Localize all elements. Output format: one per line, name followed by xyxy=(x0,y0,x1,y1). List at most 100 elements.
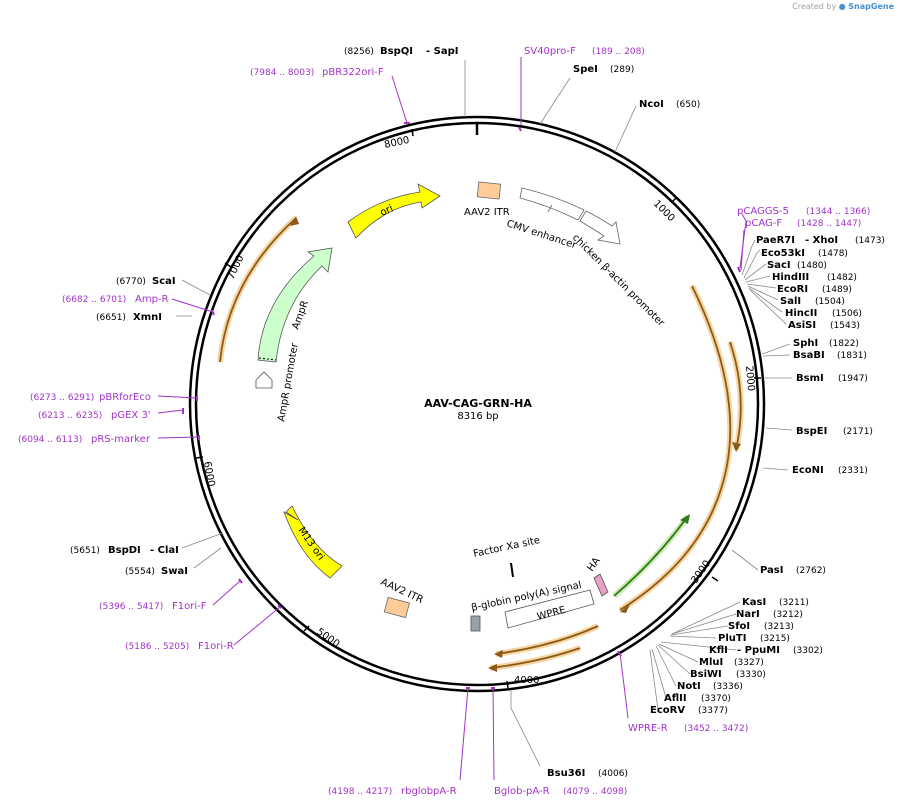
clai-name: - ClaI xyxy=(150,545,179,556)
hindiii-pos: (1482) xyxy=(827,273,857,283)
pcag-f-range: (1428 .. 1447) xyxy=(797,219,861,229)
bsiwi-name: BsiWI xyxy=(690,669,722,680)
ecori-name: EcoRI xyxy=(777,284,808,295)
pcag-f-name: pCAG-F xyxy=(745,218,782,229)
bsu36i-pos: (4006) xyxy=(598,769,628,779)
swai-pos: (5554) xyxy=(125,567,155,577)
bsabi-name: BsaBI xyxy=(793,350,825,361)
ecori-pos: (1489) xyxy=(822,285,852,295)
aav2-itr-top-box[interactable] xyxy=(476,181,502,200)
plasmid-name: AAV-CAG-GRN-HA xyxy=(424,397,532,410)
f1ori-f-name: F1ori-F xyxy=(172,601,207,612)
aflii-name: AflII xyxy=(664,693,687,704)
ori-label: ori xyxy=(379,203,395,218)
f1ori-r-name: F1ori-R xyxy=(198,641,234,652)
rbglobpa-r-name: rbglobpA-R xyxy=(401,786,457,797)
mlui-name: MluI xyxy=(699,657,723,668)
hincii-pos: (1506) xyxy=(832,309,862,319)
bspdi-name: BspDI xyxy=(108,545,141,556)
ampr-promoter-arrow[interactable] xyxy=(255,371,273,389)
bspei-name: BspEI xyxy=(796,426,827,437)
factor-xa-label: Factor Xa site xyxy=(472,535,541,560)
wpre-box[interactable] xyxy=(504,589,595,629)
prs-marker-name: pRS-marker xyxy=(91,434,151,445)
pgex3-range: (6213 .. 6235) xyxy=(38,411,102,421)
ecorv-pos: (3377) xyxy=(698,706,728,716)
bsu36i-name: Bsu36I xyxy=(547,768,585,779)
nari-pos: (3212) xyxy=(773,610,803,620)
ecorv-name: EcoRV xyxy=(650,705,685,716)
pgex3-name: pGEX 3' xyxy=(111,410,151,421)
ampr-arrow[interactable] xyxy=(257,247,333,363)
pbrforeco-name: pBRforEco xyxy=(99,392,151,403)
mlui-pos: (3327) xyxy=(734,658,764,668)
saci-name: SacI xyxy=(767,260,791,271)
xmni-name: XmnI xyxy=(133,312,162,323)
cds-arrowheads xyxy=(290,216,741,672)
bsiwi-pos: (3330) xyxy=(736,670,766,680)
m13-ori-arrow[interactable] xyxy=(283,505,343,579)
pbr322ori-f-range: (7984 .. 8003) xyxy=(250,68,314,78)
enzyme-labels: (8256) BspQI - SapI SpeI (289) NcoI (650… xyxy=(70,46,885,779)
bspqi-name: BspQI xyxy=(380,46,413,57)
kfli-name: KflI xyxy=(709,645,728,656)
noti-name: NotI xyxy=(677,681,701,692)
cmv-enhancer-label: CMV enhancer xyxy=(505,218,578,251)
paer7i-name: PaeR7I xyxy=(756,235,795,246)
bglob-pa-r-name: Bglob-pA-R xyxy=(494,786,550,797)
aav2-itr-bottom-box[interactable] xyxy=(383,596,410,619)
asisi-name: AsiSI xyxy=(788,320,816,331)
bspei-pos: (2171) xyxy=(843,427,873,437)
pbr322ori-f-name: pBR322ori-F xyxy=(322,67,384,78)
paer7i-pos: (1473) xyxy=(855,236,885,246)
aav2-itr-top-label: AAV2 ITR xyxy=(464,207,510,218)
sali-pos: (1504) xyxy=(815,297,845,307)
bsmi-pos: (1947) xyxy=(838,374,868,384)
xmni-pos: (6651) xyxy=(96,313,126,323)
asisi-pos: (1543) xyxy=(830,321,860,331)
plasmid-size: 8316 bp xyxy=(457,411,498,422)
primer-marks xyxy=(182,122,741,689)
aflii-pos: (3370) xyxy=(701,694,731,704)
spei-name: SpeI xyxy=(573,64,598,75)
eco53ki-name: Eco53kI xyxy=(761,248,805,259)
pbrforeco-range: (6273 .. 6291) xyxy=(30,393,94,403)
credit-prefix: Created by xyxy=(792,2,837,11)
econi-pos: (2331) xyxy=(838,466,868,476)
primer-leader-lines xyxy=(157,57,747,781)
bsmi-name: BsmI xyxy=(796,373,824,384)
kasi-pos: (3211) xyxy=(779,598,809,608)
pluti-name: PluTI xyxy=(718,633,746,644)
prs-marker-range: (6094 .. 6113) xyxy=(18,435,82,445)
backbone-outer xyxy=(188,115,766,693)
ha-tag[interactable] xyxy=(593,573,609,597)
rbglobpa-r-range: (4198 .. 4217) xyxy=(328,787,392,797)
pluti-pos: (3215) xyxy=(760,634,790,644)
cds-arcs[interactable] xyxy=(217,215,744,671)
f1ori-r-range: (5186 .. 5205) xyxy=(125,642,189,652)
sfoi-pos: (3213) xyxy=(764,622,794,632)
saci-pos: (1480) xyxy=(797,261,827,271)
chicken-beta-actin-arrow[interactable] xyxy=(579,210,621,245)
pcaggs5-name: pCAGGS-5 xyxy=(737,206,789,217)
chicken-beta-actin-label: chicken β-actin promoter xyxy=(570,232,667,329)
swai-name: SwaI xyxy=(161,566,188,577)
sphi-name: SphI xyxy=(793,338,818,349)
tick-marks xyxy=(195,128,761,689)
kfli-pos: (3302) xyxy=(793,646,823,656)
enzyme-leader-lines xyxy=(176,60,793,767)
cmv-enhancer-arrow[interactable] xyxy=(519,187,585,221)
sali-name: SalI xyxy=(780,296,801,307)
ampr-label: AmpR xyxy=(290,299,311,331)
amp-r-range: (6682 .. 6701) xyxy=(62,295,126,305)
bspqi-pos: (8256) xyxy=(344,47,374,57)
tick-label-6000: 6000 xyxy=(201,461,216,488)
ori-arrow[interactable] xyxy=(347,183,441,239)
bsabi-pos: (1831) xyxy=(837,351,867,361)
hincii-name: HincII xyxy=(785,308,817,319)
ncoi-pos: (650) xyxy=(676,100,700,110)
sapi-name: - SapI xyxy=(426,46,458,57)
tick-label-2000: 2000 xyxy=(743,365,756,391)
grey-feature-box[interactable] xyxy=(470,615,481,632)
